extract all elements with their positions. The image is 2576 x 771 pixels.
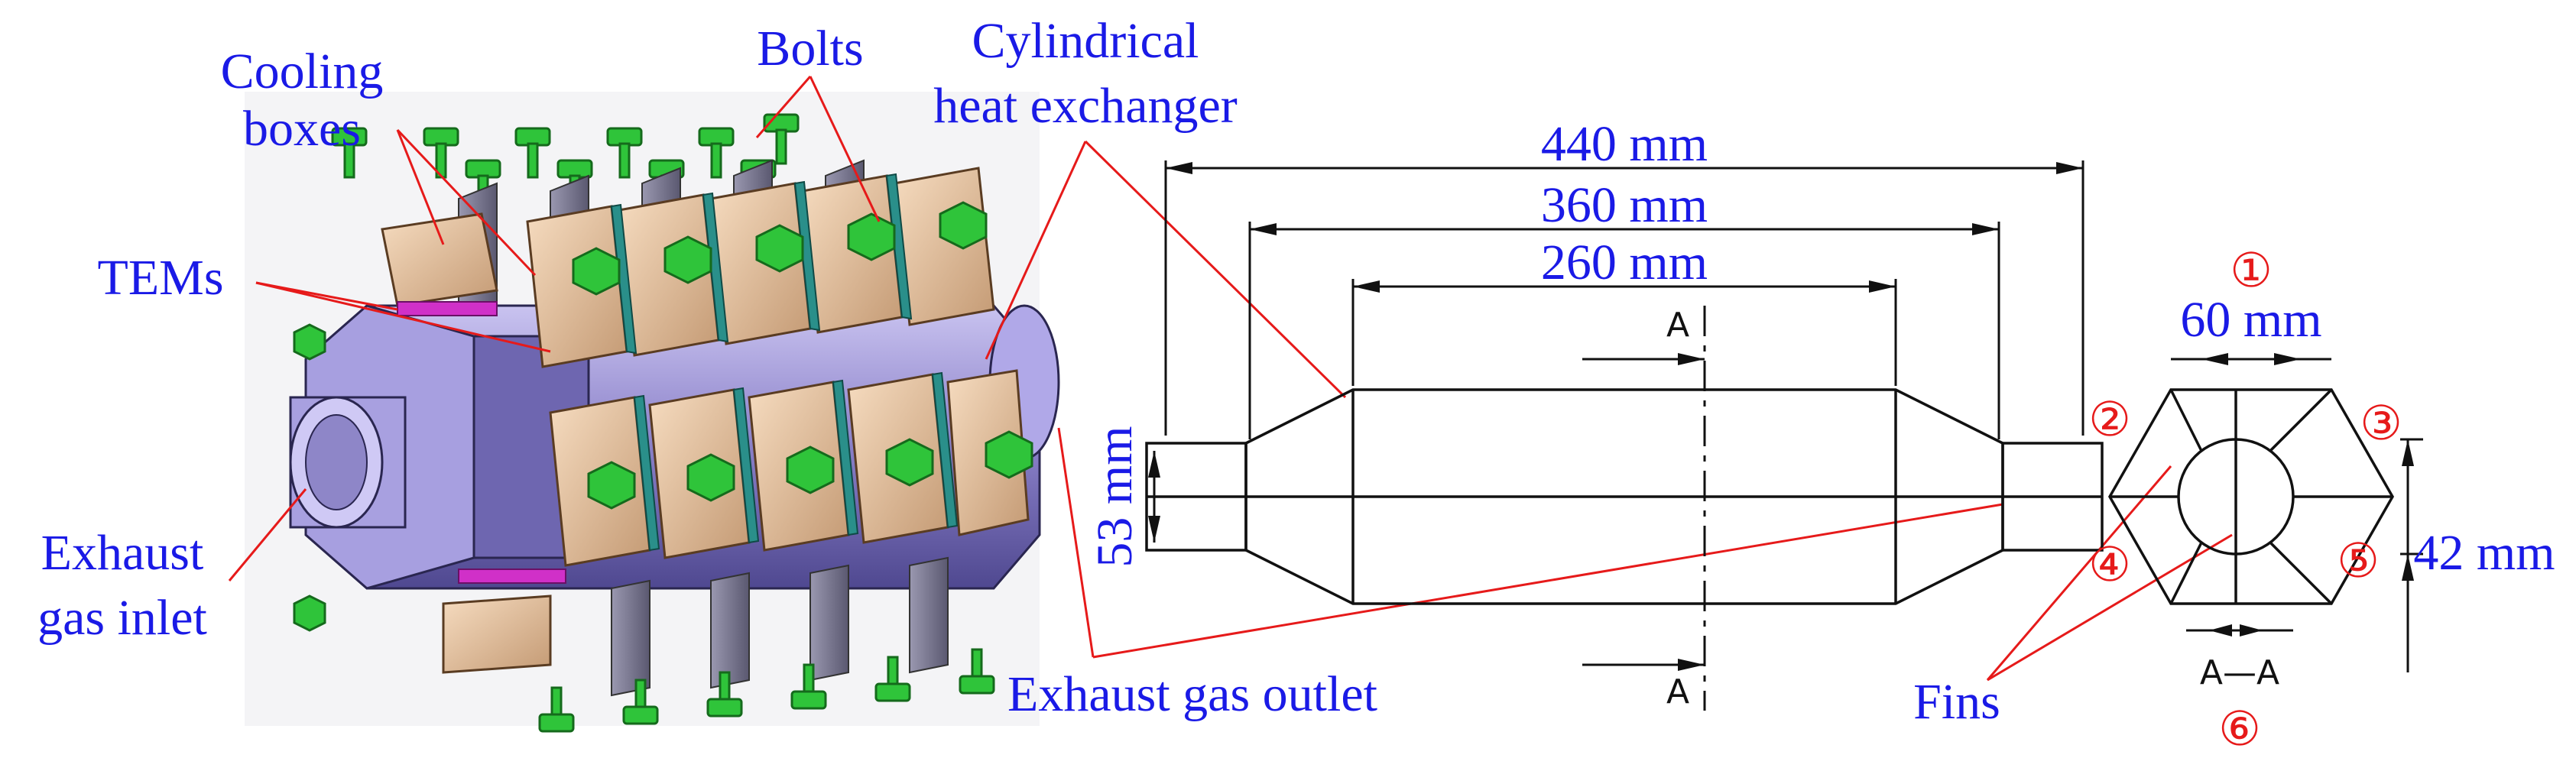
- leader-inlet: [228, 488, 307, 581]
- label-cooling-line1: Cooling: [221, 44, 384, 99]
- heat-exchanger-3d-model: [245, 92, 1060, 733]
- section-a-top: A: [1666, 306, 1689, 345]
- tem-magenta-bottom: [458, 569, 566, 584]
- leader-outlet-2: [1092, 503, 2003, 659]
- dim-440: 440 mm: [1541, 116, 1708, 172]
- technical-drawing: [1145, 160, 2423, 711]
- label-inlet-line2: gas inlet: [37, 590, 207, 646]
- bottom-plates: [611, 556, 949, 697]
- face-4: ④: [2088, 539, 2131, 591]
- leader-cylindrical-2: [1084, 140, 1347, 399]
- leader-bolts-2: [809, 76, 881, 222]
- leader-bolts-1: [755, 76, 812, 138]
- face-5: ⑤: [2337, 536, 2380, 588]
- label-bolts: Bolts: [757, 21, 863, 76]
- text-labels: Cooling boxes Bolts Cylindrical heat exc…: [37, 13, 2555, 756]
- label-cooling-line2: boxes: [243, 101, 361, 157]
- section-aa: A—A: [2200, 653, 2279, 692]
- lower-tem-strips: [633, 371, 959, 552]
- section-line: [1582, 306, 1706, 711]
- section-a-bottom: A: [1666, 672, 1689, 711]
- hex-cross-section: [2107, 353, 2423, 672]
- dim-42: 42 mm: [2413, 525, 2555, 581]
- leader-cooling-1: [396, 129, 445, 245]
- upper-tem-strips: [610, 173, 913, 355]
- dim-360: 360 mm: [1541, 177, 1708, 233]
- leader-cooling-2: [396, 128, 537, 277]
- leader-outlet-1: [1057, 427, 1095, 658]
- exchanger-outline: [1145, 388, 2104, 605]
- face-2: ②: [2088, 394, 2131, 446]
- label-cylindrical-line1: Cylindrical: [972, 13, 1199, 69]
- bottom-bolts: [538, 648, 995, 733]
- dim-60: 60 mm: [2180, 292, 2321, 348]
- label-outlet: Exhaust gas outlet: [1007, 666, 1377, 722]
- dimension-lines: [1148, 160, 2084, 543]
- inlet-pipe: [289, 396, 407, 529]
- tem-magenta-top: [397, 301, 498, 316]
- label-cylindrical-line2: heat exchanger: [933, 78, 1238, 134]
- label-inlet-line1: Exhaust: [41, 525, 204, 581]
- face-6: ⑥: [2218, 704, 2261, 756]
- label-tems: TEMs: [98, 250, 224, 306]
- leader-lines: [228, 76, 2233, 682]
- side-bolts: [293, 201, 1033, 632]
- dim-53: 53 mm: [1087, 426, 1143, 567]
- dim-260: 260 mm: [1541, 235, 1708, 290]
- face-1: ①: [2230, 245, 2273, 297]
- leader-fins-1: [1986, 465, 2172, 681]
- leader-fins-2: [1987, 533, 2233, 682]
- face-3: ③: [2360, 398, 2402, 450]
- label-fins: Fins: [1913, 674, 2000, 730]
- leader-tems-2: [255, 281, 551, 353]
- leader-cylindrical: [985, 141, 1087, 360]
